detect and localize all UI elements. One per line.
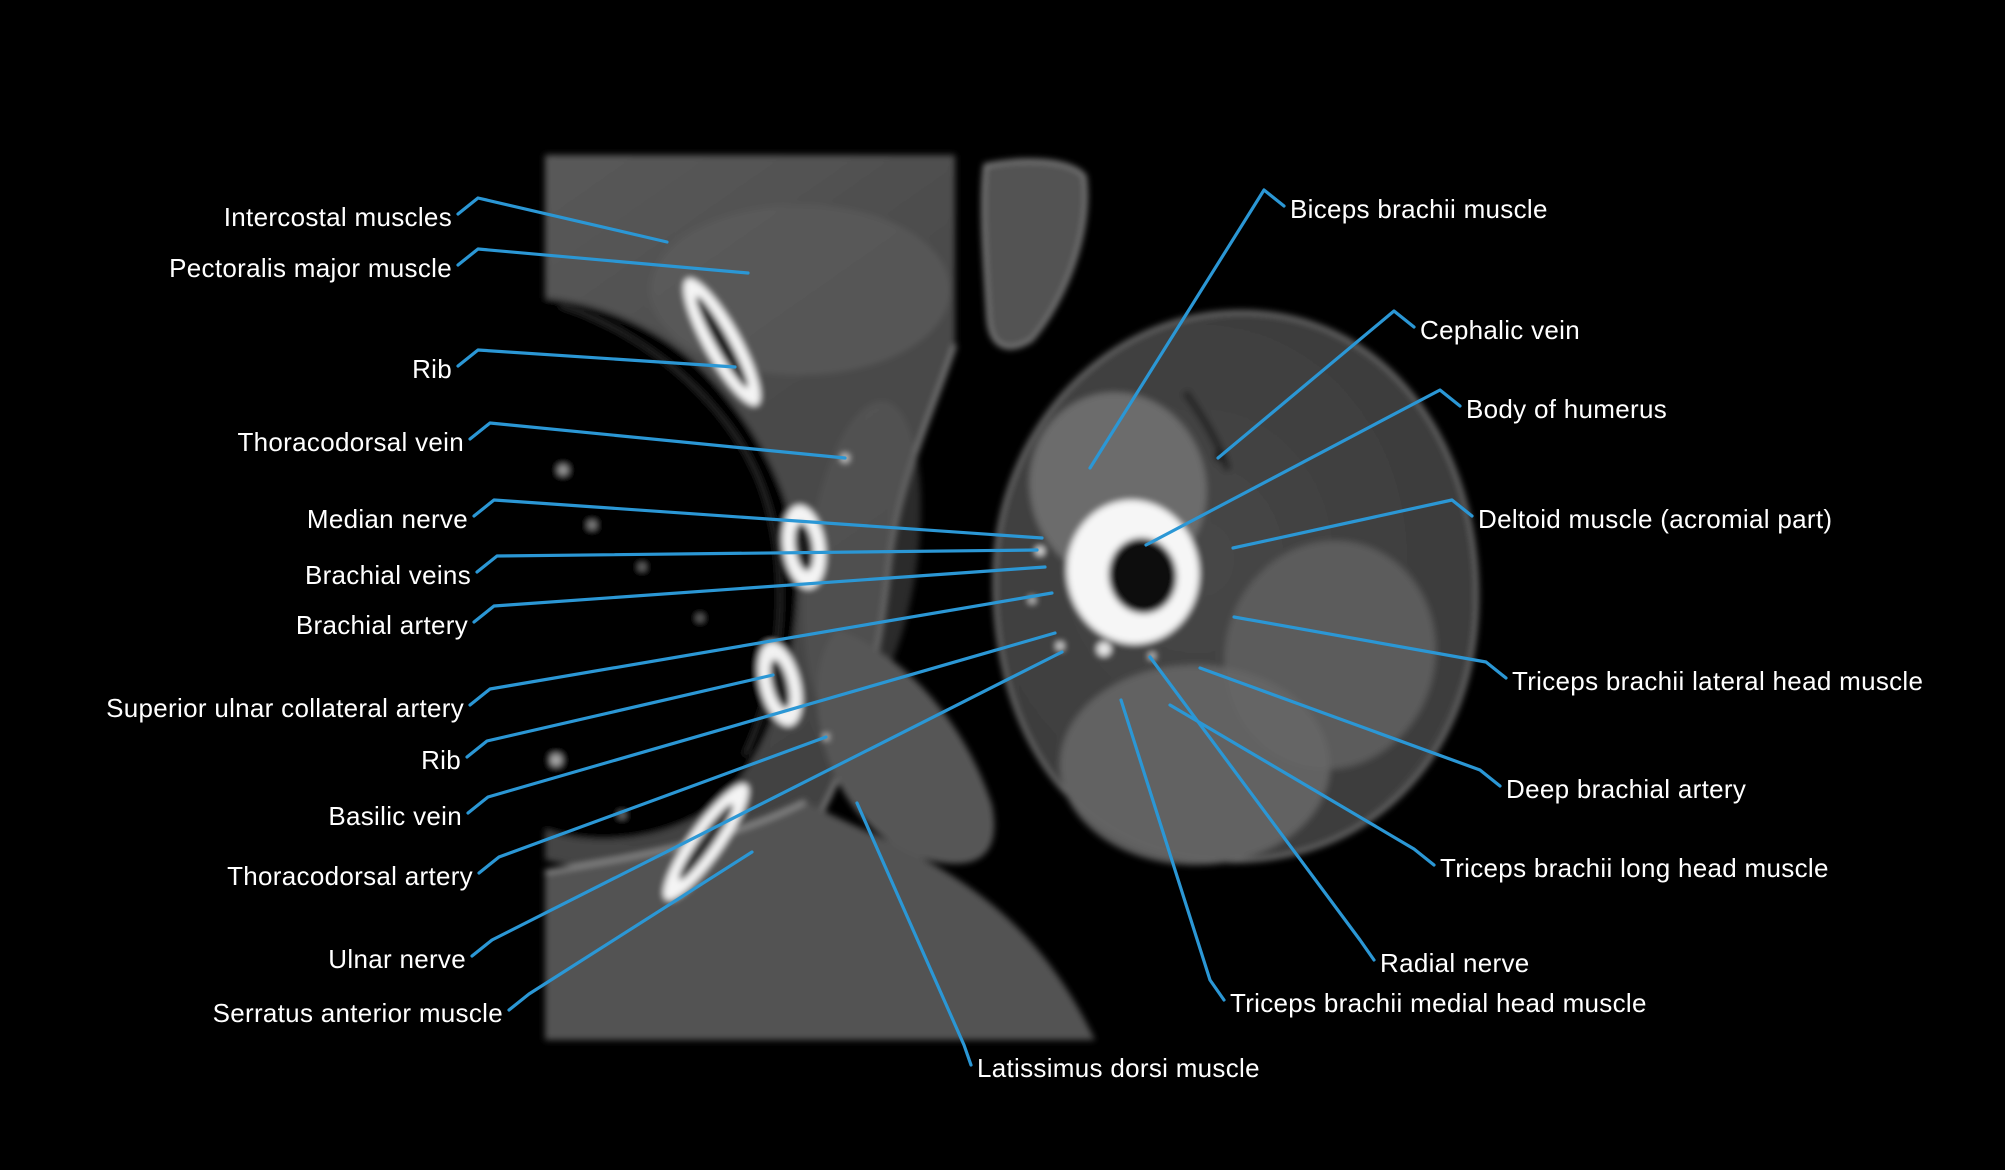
label-deltoid-muscle-acromial-part[interactable]: Deltoid muscle (acromial part) — [1478, 504, 1832, 534]
leader-line-deltoid-muscle-acromial-part — [1231, 498, 1474, 550]
rib-ring-2 — [782, 505, 826, 589]
label-triceps-brachii-long-head-muscle[interactable]: Triceps brachii long head muscle — [1440, 853, 1829, 883]
leader-line-basilic-vein — [466, 631, 1057, 815]
label-brachial-artery[interactable]: Brachial artery — [296, 610, 468, 640]
leader-line-rib-upper — [456, 348, 737, 369]
leader-line-triceps-brachii-long-head-muscle — [1168, 703, 1436, 867]
label-pectoralis-major-muscle[interactable]: Pectoralis major muscle — [169, 253, 452, 283]
triceps-medial-region — [1060, 665, 1330, 865]
label-thoracodorsal-vein[interactable]: Thoracodorsal vein — [237, 427, 464, 457]
leader-line-triceps-brachii-medial-head-muscle — [1119, 698, 1226, 1002]
deltopectoral-groove — [1181, 389, 1232, 472]
leader-line-superior-ulnar-collateral-artery — [468, 591, 1054, 707]
label-serratus-anterior-muscle[interactable]: Serratus anterior muscle — [213, 998, 503, 1028]
label-median-nerve[interactable]: Median nerve — [307, 504, 468, 534]
label-brachial-veins[interactable]: Brachial veins — [305, 560, 471, 590]
ct-speck — [588, 521, 596, 529]
label-rib-lower[interactable]: Rib — [421, 745, 461, 775]
leader-line-cephalic-vein — [1216, 309, 1416, 460]
leader-line-radial-nerve — [1148, 655, 1376, 962]
leader-line-ulnar-nerve — [470, 650, 1064, 958]
label-body-of-humerus[interactable]: Body of humerus — [1466, 394, 1667, 424]
leader-lines — [456, 188, 1508, 1067]
serratus-skin-line — [544, 800, 806, 874]
leader-line-latissimus-dorsi-muscle — [855, 801, 973, 1067]
label-triceps-brachii-medial-head-muscle[interactable]: Triceps brachii medial head muscle — [1230, 988, 1647, 1018]
leader-line-rib-lower — [465, 673, 775, 759]
leader-line-brachial-veins — [475, 548, 1039, 574]
label-radial-nerve[interactable]: Radial nerve — [1380, 948, 1530, 978]
label-cephalic-vein[interactable]: Cephalic vein — [1420, 315, 1580, 345]
leader-line-brachial-artery — [472, 565, 1047, 624]
leader-line-serratus-anterior-muscle — [507, 850, 754, 1012]
leader-line-median-nerve — [472, 498, 1044, 540]
leader-line-intercostal-muscles — [456, 196, 669, 244]
label-superior-ulnar-collateral-artery[interactable]: Superior ulnar collateral artery — [106, 693, 464, 723]
label-thoracodorsal-artery[interactable]: Thoracodorsal artery — [227, 861, 473, 891]
label-rib-upper[interactable]: Rib — [412, 354, 452, 384]
leader-line-pectoralis-major-muscle — [456, 247, 750, 275]
ct-speck — [639, 564, 645, 570]
ct-speck — [697, 615, 703, 621]
label-triceps-brachii-lateral-head-muscle[interactable]: Triceps brachii lateral head muscle — [1512, 666, 1923, 696]
rib-ring-4 — [663, 783, 749, 901]
rib-ring-1 — [683, 278, 761, 406]
leader-line-thoracodorsal-vein — [468, 421, 847, 460]
rib-ring-3 — [757, 641, 803, 727]
leader-line-deep-brachial-artery — [1198, 666, 1502, 788]
leader-line-body-of-humerus — [1144, 388, 1462, 547]
leader-line-thoracodorsal-artery — [477, 735, 828, 875]
bone-spur-dot — [1097, 642, 1111, 656]
label-deep-brachial-artery[interactable]: Deep brachial artery — [1506, 774, 1746, 804]
label-latissimus-dorsi-muscle[interactable]: Latissimus dorsi muscle — [977, 1053, 1260, 1083]
deltopectoral-tissue — [981, 159, 1088, 349]
label-basilic-vein[interactable]: Basilic vein — [328, 801, 462, 831]
ct-speck — [550, 754, 562, 766]
ct-speck — [558, 465, 568, 475]
leader-line-biceps-brachii-muscle — [1088, 188, 1286, 470]
basilic-vein-dot — [1056, 642, 1064, 650]
label-intercostal-muscles[interactable]: Intercostal muscles — [224, 202, 452, 232]
leader-line-triceps-brachii-lateral-head-muscle — [1232, 615, 1508, 680]
label-ulnar-nerve[interactable]: Ulnar nerve — [328, 944, 466, 974]
label-biceps-brachii-muscle[interactable]: Biceps brachii muscle — [1290, 194, 1548, 224]
